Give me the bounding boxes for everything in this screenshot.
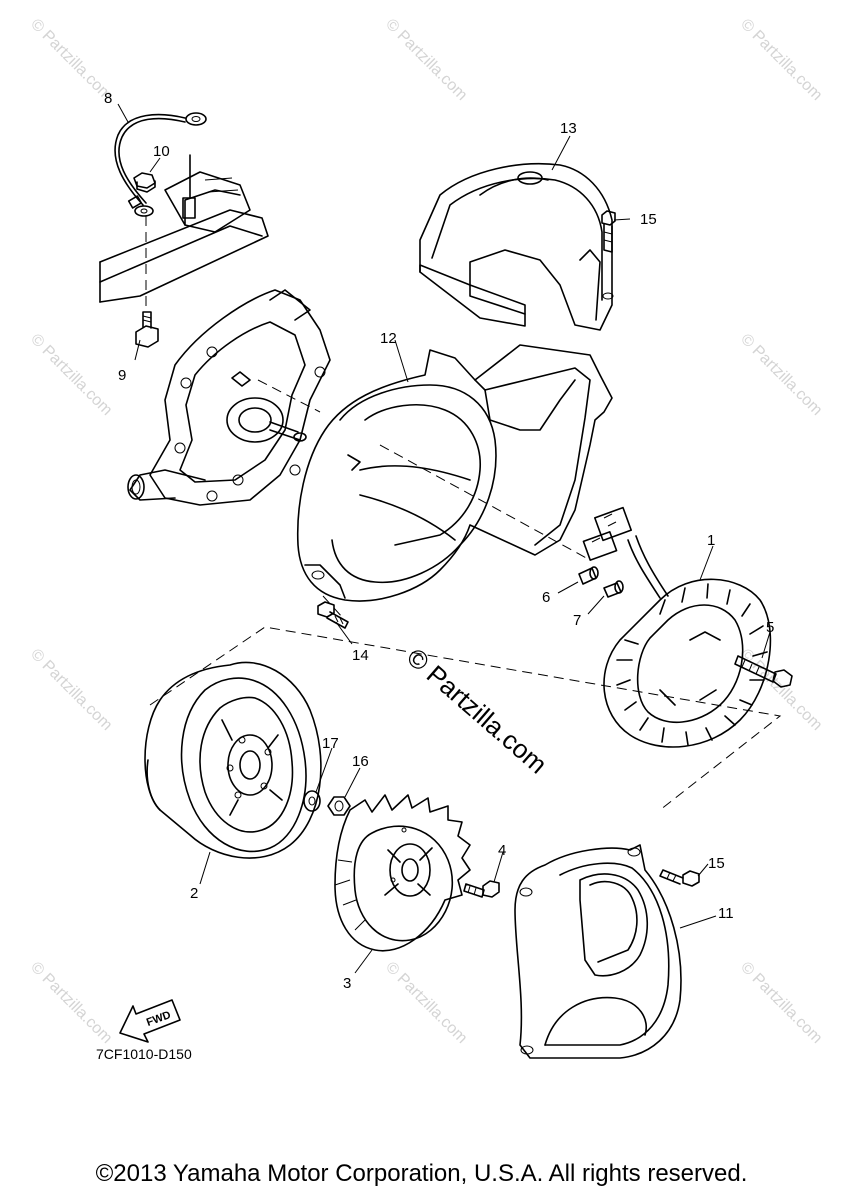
callout-11: 11 <box>718 905 734 922</box>
callouts: 8 10 9 13 15 12 1 6 7 5 14 17 16 4 15 2 … <box>104 90 774 992</box>
nut-part-10 <box>133 172 156 217</box>
flywheel-housing-part-12 <box>296 344 613 602</box>
frame-rail <box>99 154 269 303</box>
copyright-notice: ©2013 Yamaha Motor Corporation, U.S.A. A… <box>95 1160 748 1187</box>
callout-9: 9 <box>118 367 126 384</box>
callout-5: 5 <box>766 619 774 636</box>
callout-7: 7 <box>573 612 581 629</box>
bolt-part-9 <box>135 311 159 348</box>
tile-watermark: © Partzilla.com <box>737 16 825 104</box>
upper-cover-part-13 <box>419 162 614 331</box>
flywheel-cover-part-11 <box>514 844 682 1059</box>
callout-3: 3 <box>343 975 351 992</box>
tile-watermark: © Partzilla.com <box>382 959 470 1047</box>
callout-12: 12 <box>380 330 397 347</box>
callout-1: 1 <box>707 532 715 549</box>
tile-watermark: © Partzilla.com <box>737 646 825 734</box>
callout-14: 14 <box>352 647 369 664</box>
alignment-lines <box>145 216 782 811</box>
bolt-part-4 <box>463 880 500 898</box>
callout-15-upper: 15 <box>640 211 657 228</box>
center-watermark: © Partzilla.com <box>401 642 553 780</box>
callout-6: 6 <box>542 589 550 606</box>
tile-watermark: © Partzilla.com <box>27 646 115 734</box>
diagram-code: 7CF1010-D150 <box>96 1046 192 1062</box>
callout-10: 10 <box>153 143 170 160</box>
tile-watermark: © Partzilla.com <box>27 16 115 104</box>
callout-15-lower: 15 <box>708 855 725 872</box>
callout-2: 2 <box>190 885 198 902</box>
fwd-label: FWD <box>145 1009 173 1029</box>
ground-lead-wire <box>114 112 207 209</box>
dowel-part-7 <box>603 580 624 598</box>
tile-watermark: © Partzilla.com <box>737 959 825 1047</box>
tile-watermark: © Partzilla.com <box>737 331 825 419</box>
stator-coil-part-1 <box>582 506 772 748</box>
tile-watermark: © Partzilla.com <box>27 331 115 419</box>
fwd-arrow-icon: FWD <box>119 999 181 1043</box>
nut-part-16 <box>327 796 351 816</box>
screw-part-15-upper <box>601 210 616 253</box>
screw-part-14 <box>317 601 349 629</box>
callout-16: 16 <box>352 753 369 770</box>
dowel-part-6 <box>578 566 599 585</box>
callout-8: 8 <box>104 90 112 107</box>
tile-watermark: © Partzilla.com <box>27 959 115 1047</box>
cooling-fan-part-3 <box>334 794 471 952</box>
callout-4: 4 <box>498 842 506 859</box>
crankcase-cover <box>127 289 331 506</box>
washer-part-17 <box>303 790 321 812</box>
tile-watermark: © Partzilla.com <box>382 16 470 104</box>
callout-17: 17 <box>322 735 339 752</box>
callout-13: 13 <box>560 120 577 137</box>
bolt-part-5 <box>734 655 793 688</box>
leader-lines <box>117 103 771 974</box>
screw-part-15-lower <box>659 869 700 887</box>
flywheel-rotor-part-2 <box>144 661 322 859</box>
